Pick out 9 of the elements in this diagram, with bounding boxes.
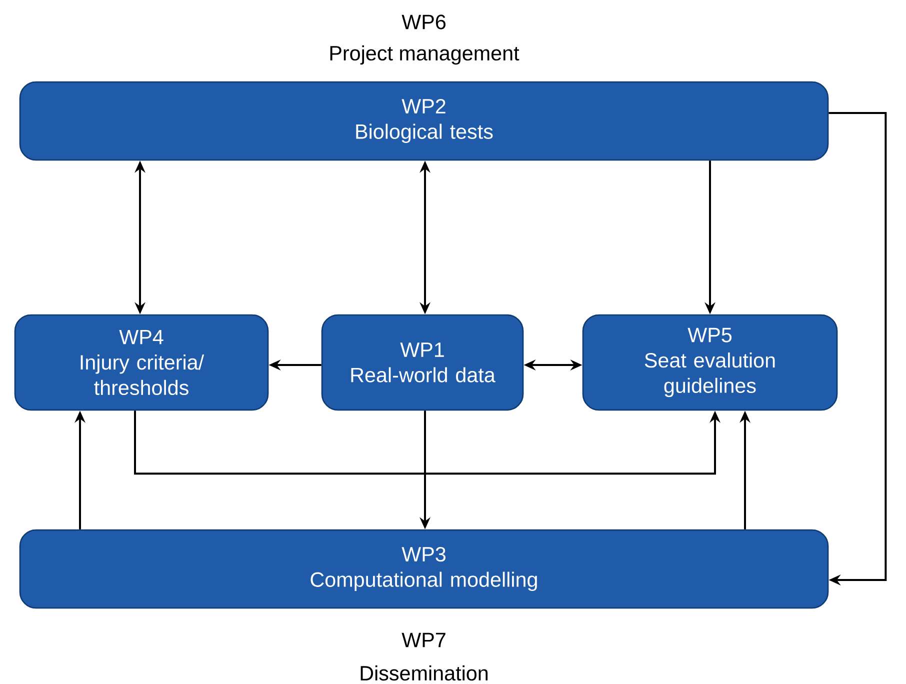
heading-text: Dissemination (360, 665, 488, 681)
process-box: WP4 Injury criteria/ thresholds (14, 314, 269, 411)
process-box: WP1 Real-world data (321, 314, 524, 411)
process-box: WP5 Seat evalution guidelines (582, 314, 838, 411)
arrow (828, 112, 887, 586)
heading-text: WP7 (402, 632, 446, 648)
process-box: WP2 Biological tests (19, 81, 829, 161)
process-box: WP3 Computational modelling (19, 529, 829, 609)
heading-text: WP6 (402, 14, 446, 30)
